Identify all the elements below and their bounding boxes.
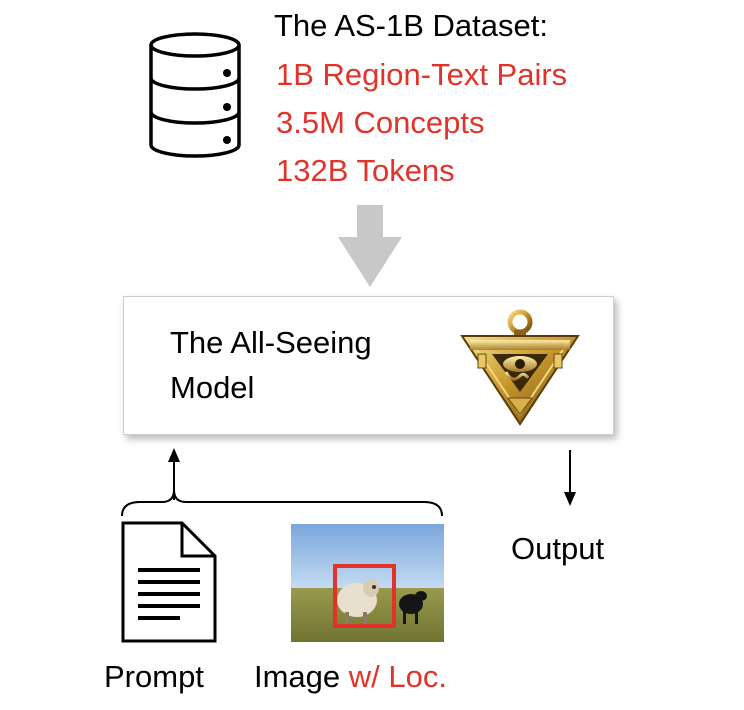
dataset-stat-concepts: 3.5M Concepts [276, 105, 485, 140]
image-label: Image w/ Loc. [254, 657, 447, 697]
image-label-loc: w/ Loc. [348, 659, 448, 694]
image-label-text: Image [254, 659, 341, 694]
sheep-photo [291, 524, 444, 642]
model-name: The All-Seeing Model [170, 325, 372, 405]
dataset-title: The AS-1B Dataset: [274, 8, 548, 43]
output-label: Output [511, 531, 605, 566]
output-arrow-icon [564, 450, 576, 506]
prompt-label: Prompt [104, 659, 204, 694]
dataset-stat-region-text-pairs: 1B Region-Text Pairs [276, 57, 568, 92]
down-arrow-icon [338, 205, 402, 287]
millennium-puzzle-icon [460, 309, 580, 426]
database-icon [149, 32, 241, 158]
document-icon [121, 521, 217, 643]
input-bracket [121, 448, 443, 517]
dataset-stat-tokens: 132B Tokens [276, 153, 455, 188]
